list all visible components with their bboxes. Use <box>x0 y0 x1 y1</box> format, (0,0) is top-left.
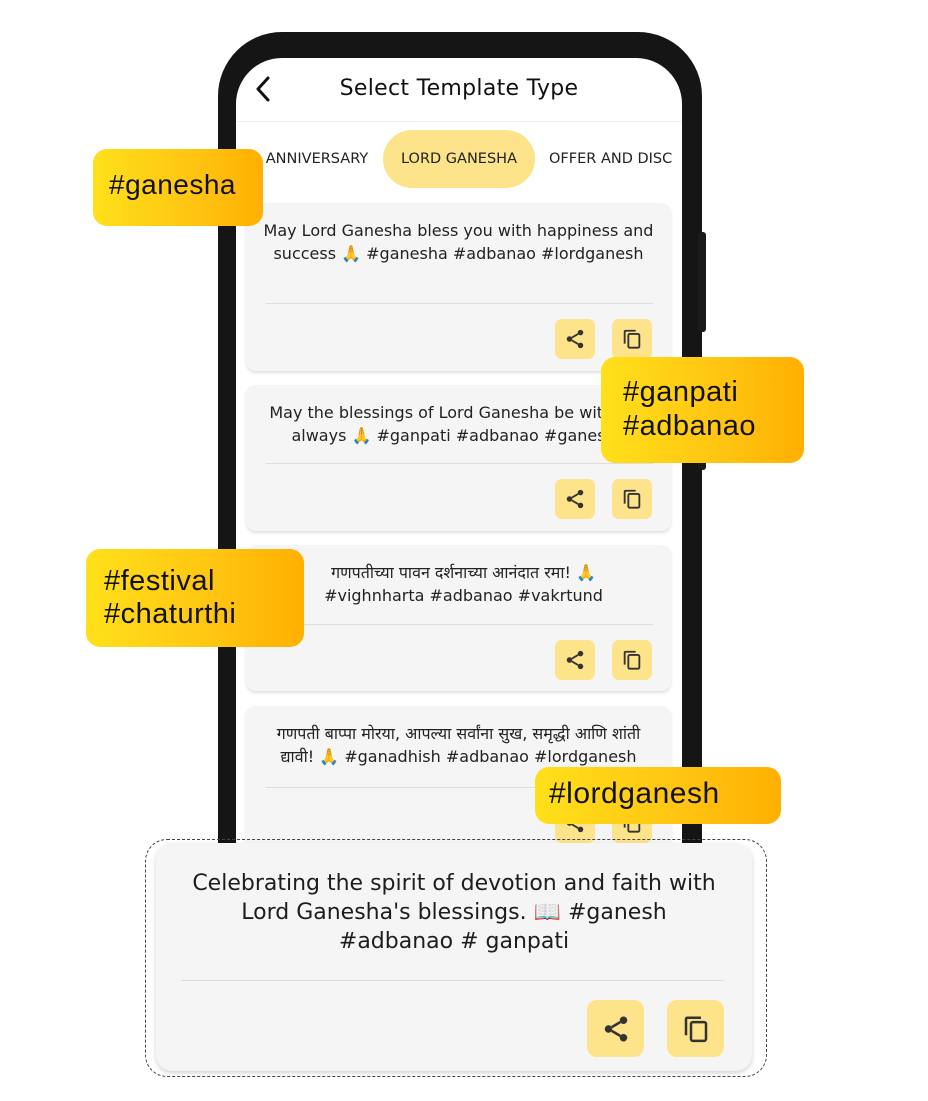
chevron-left-icon <box>256 76 270 102</box>
tab-offer-and-discount[interactable]: OFFER AND DISC <box>549 151 673 167</box>
copy-icon <box>623 489 641 509</box>
hashtag-callout-ganesha: #ganesha <box>93 149 263 226</box>
copy-button[interactable] <box>667 1000 724 1057</box>
hashtag-callout-ganpati: #ganpati #adbanao <box>601 357 804 463</box>
copy-icon <box>623 329 641 349</box>
template-card: गणपतीच्या पावन दर्शनाच्या आनंदात रमा! 🙏 … <box>246 545 671 691</box>
hashtag-text: #festival <box>104 565 215 597</box>
page-title: Select Template Type <box>339 76 579 101</box>
card-divider <box>181 980 724 981</box>
copy-button[interactable] <box>612 479 652 519</box>
featured-template-text: Celebrating the spirit of devotion and f… <box>192 871 716 954</box>
template-card: May Lord Ganesha bless you with happines… <box>246 203 671 371</box>
hashtag-text: #ganesha <box>109 169 237 200</box>
copy-button[interactable] <box>612 319 652 359</box>
share-icon <box>566 650 584 670</box>
copy-button[interactable] <box>612 640 652 680</box>
template-text: गणपतीच्या पावन दर्शनाच्या आनंदात रमा! 🙏 … <box>324 563 603 605</box>
hashtag-callout-festival: #festival #chaturthi <box>86 549 304 647</box>
hashtag-text: #ganpati <box>623 376 739 408</box>
card-divider <box>266 303 653 304</box>
hashtag-callout-lordganesh: #lordganesh <box>535 767 781 824</box>
app-header: Select Template Type <box>236 58 682 122</box>
category-tabs: ANNIVERSARY LORD GANESHA OFFER AND DISC <box>236 128 682 190</box>
card-divider <box>266 787 653 788</box>
tab-lord-ganesha[interactable]: LORD GANESHA <box>383 130 535 188</box>
share-button[interactable] <box>587 1000 644 1057</box>
featured-dashed-outline <box>145 839 767 1077</box>
share-button[interactable] <box>555 479 595 519</box>
card-divider <box>266 624 653 625</box>
card-divider <box>266 463 653 464</box>
copy-icon <box>623 650 641 670</box>
share-icon <box>566 329 584 349</box>
hashtag-text: #chaturthi <box>104 598 237 630</box>
template-card: May the blessings of Lord Ganesha be wit… <box>246 385 671 531</box>
back-button[interactable] <box>250 74 276 104</box>
template-text: गणपती बाप्पा मोरया, आपल्या सर्वांना सुख,… <box>276 724 641 766</box>
copy-icon <box>684 1016 707 1042</box>
template-text: May Lord Ganesha bless you with happines… <box>263 221 654 263</box>
phone-side-button <box>698 232 706 332</box>
share-icon <box>566 489 584 509</box>
featured-template-card: Celebrating the spirit of devotion and f… <box>156 843 752 1071</box>
hashtag-text: #adbanao <box>623 410 757 442</box>
hashtag-text: #lordganesh <box>549 777 720 810</box>
share-icon <box>604 1016 627 1041</box>
template-text: May the blessings of Lord Ganesha be wit… <box>269 403 648 445</box>
tab-anniversary[interactable]: ANNIVERSARY <box>265 151 369 167</box>
share-button[interactable] <box>555 640 595 680</box>
share-button[interactable] <box>555 319 595 359</box>
